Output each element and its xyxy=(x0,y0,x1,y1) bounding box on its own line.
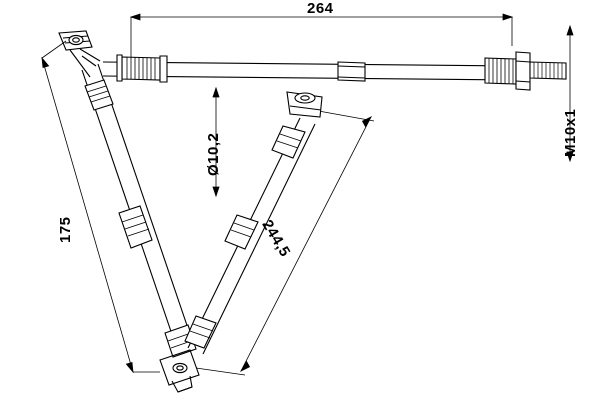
dimension-label-264: 264 xyxy=(307,0,334,17)
dimension-label-thread: M10x1 xyxy=(562,108,579,157)
dimension-lines xyxy=(41,13,574,376)
hose-geometry xyxy=(58,30,567,393)
dimension-label-diameter: Ø10,2 xyxy=(205,132,222,176)
dimension-label-175: 175 xyxy=(57,216,74,243)
